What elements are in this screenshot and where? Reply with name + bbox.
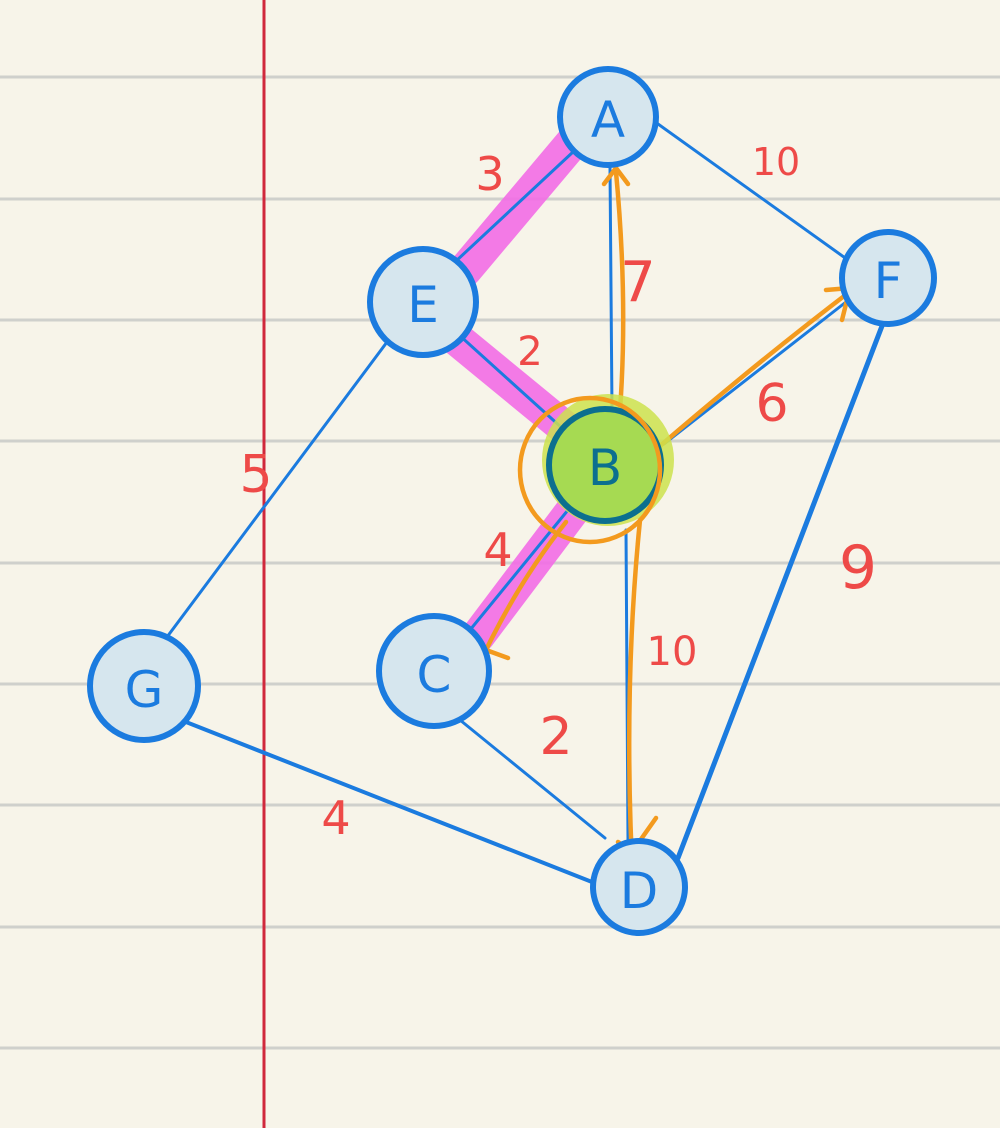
node-D: D bbox=[590, 838, 688, 936]
edge-F-D bbox=[675, 323, 885, 861]
edge-A-E bbox=[453, 136, 590, 264]
node-G: G bbox=[87, 629, 201, 743]
arrow-B-to-F bbox=[657, 287, 855, 449]
arrow-B-to-C bbox=[483, 519, 569, 661]
node-A-label: A bbox=[591, 91, 625, 149]
graph-edges bbox=[165, 122, 885, 884]
weight-G-D: 4 bbox=[321, 791, 350, 845]
edge-C-D bbox=[458, 718, 607, 840]
arrow-B-to-A bbox=[613, 169, 626, 413]
weight-B-D: 10 bbox=[647, 629, 698, 675]
edge-B-F bbox=[662, 300, 848, 446]
weight-A-E: 3 bbox=[475, 147, 504, 201]
node-F-circle bbox=[839, 229, 937, 327]
highlight-edge-A-E bbox=[448, 126, 589, 287]
node-C-circle bbox=[376, 613, 492, 729]
weight-B-F: 6 bbox=[755, 374, 788, 434]
node-G-circle bbox=[87, 629, 201, 743]
edge-A-B bbox=[608, 166, 614, 412]
node-C-label: C bbox=[417, 646, 452, 704]
graph-nodes: A E F B G C D bbox=[87, 66, 937, 936]
node-G-label: G bbox=[125, 661, 164, 719]
weight-C-D: 2 bbox=[539, 707, 572, 767]
node-F: F bbox=[839, 229, 937, 327]
edge-G-D bbox=[184, 720, 594, 884]
node-D-label: D bbox=[620, 862, 659, 920]
node-C: C bbox=[376, 613, 492, 729]
edge-A-F bbox=[656, 122, 850, 262]
weight-E-B: 2 bbox=[517, 329, 542, 375]
node-E-label: E bbox=[407, 276, 439, 334]
edge-weights: 3 10 7 2 6 5 4 10 9 2 4 bbox=[239, 140, 877, 845]
node-A: A bbox=[557, 66, 659, 168]
weight-A-B: 7 bbox=[620, 251, 656, 316]
node-F-label: F bbox=[874, 252, 903, 310]
arrow-head-A bbox=[601, 165, 631, 187]
weight-F-D: 9 bbox=[839, 533, 877, 603]
weight-B-C: 4 bbox=[483, 523, 512, 577]
weight-E-G: 5 bbox=[239, 445, 272, 505]
node-E-circle bbox=[367, 246, 479, 358]
node-B: B bbox=[517, 394, 674, 545]
node-D-circle bbox=[590, 838, 688, 936]
edge-E-G bbox=[165, 336, 392, 639]
node-B-label: B bbox=[588, 439, 622, 497]
node-A-circle bbox=[557, 66, 659, 168]
node-E: E bbox=[367, 246, 479, 358]
weight-A-F: 10 bbox=[752, 140, 800, 184]
node-B-loop bbox=[517, 395, 663, 545]
